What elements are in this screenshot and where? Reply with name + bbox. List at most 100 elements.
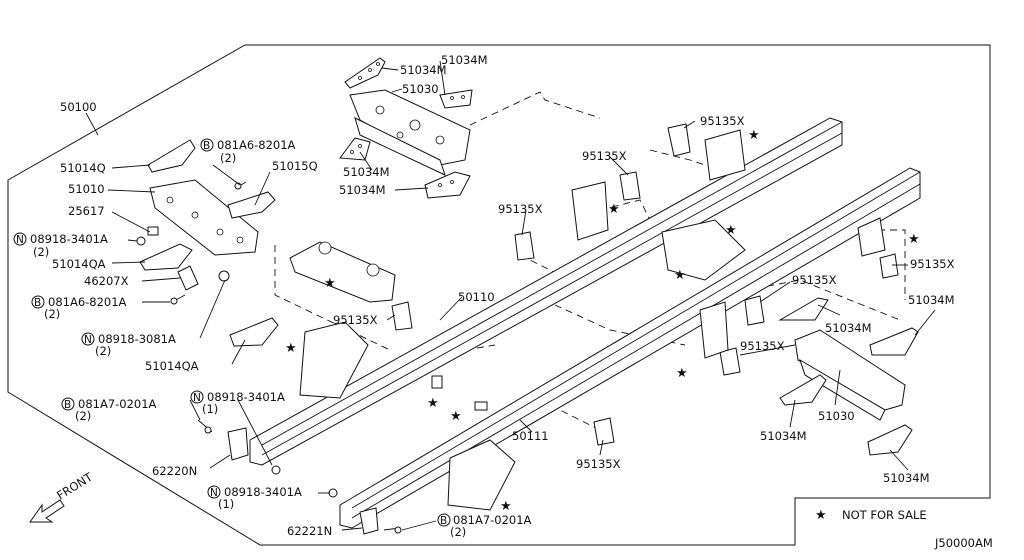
prefix-b-a: B (203, 140, 210, 152)
gusset-51034m-d (424, 171, 471, 199)
nut-08918-3401a-c (328, 488, 338, 498)
side-rail-50110 (249, 117, 843, 466)
gusset-51034m-a (344, 57, 386, 89)
outrigger-bottom (447, 439, 516, 511)
legend: ★ NOT FOR SALE (815, 508, 927, 523)
label-081a6-a-qty: (2) (220, 151, 236, 165)
plate-51014qa-a (139, 243, 193, 271)
label-95135x-f: 95135X (910, 257, 955, 271)
tow-hook-62220n (227, 427, 249, 461)
label-081a6-b: 081A6-8201A (48, 295, 127, 309)
svg-text:★: ★ (324, 276, 336, 291)
label-081a6-a: 081A6-8201A (217, 138, 296, 152)
plate-51014q (147, 139, 196, 173)
bracket-95135x-d (391, 301, 413, 331)
label-08918-3401a-c: 08918-3401A (224, 485, 302, 499)
small-bracket-b (474, 401, 488, 411)
svg-text:★: ★ (427, 396, 439, 411)
front-label: FRONT (54, 469, 96, 502)
label-08918-3401a-b-qty: (1) (202, 402, 218, 416)
label-51034m-b: 51034M (400, 63, 447, 77)
bolt-081a6-b (170, 294, 186, 305)
clip-25617 (147, 226, 159, 236)
crossmember-51010 (149, 179, 259, 256)
label-51010: 51010 (68, 182, 105, 196)
svg-text:★: ★ (285, 341, 297, 356)
bracket-46207x (177, 265, 199, 291)
label-95135x-c: 95135X (498, 202, 543, 216)
label-081a6-b-qty: (2) (44, 307, 60, 321)
label-081a7-a: 081A7-0201A (78, 397, 157, 411)
label-081a7-b-qty: (2) (450, 525, 466, 539)
label-51014qa-a: 51014QA (52, 257, 106, 271)
small-bracket-a (431, 375, 443, 389)
prefix-b-b: B (34, 297, 41, 309)
svg-text:★: ★ (676, 366, 688, 381)
bolt-081a7-b (383, 526, 402, 534)
star-markers: ★★★ ★★★ ★★★ ★★ (285, 128, 920, 514)
nut-08918-3401a-b (271, 465, 281, 475)
outrigger-upper-right (704, 129, 746, 181)
outrigger-right-rear (857, 217, 886, 257)
diagram-id: J50000AM (934, 536, 993, 550)
bracket-95135x-g (719, 347, 741, 376)
label-08918-3401a-a-qty: (2) (33, 245, 49, 259)
svg-text:★: ★ (450, 409, 462, 424)
label-51034m-d: 51034M (339, 183, 386, 197)
bracket-95135x-b (619, 171, 641, 201)
prefix-b-c: B (64, 399, 71, 411)
plate-51014qa-b (229, 317, 279, 347)
bracket-95135x-c (514, 231, 535, 261)
outrigger-mid (571, 181, 609, 241)
nut-08918-3401a-a (136, 236, 146, 246)
bracket-95135x-h (593, 417, 615, 446)
crossmember-51030-lower (794, 329, 906, 421)
label-95135x-b: 95135X (582, 149, 627, 163)
bracket-95135x-e (879, 253, 899, 279)
leader-lines (85, 60, 936, 531)
label-51014qa-b: 51014QA (145, 359, 199, 373)
label-95135x-h: 95135X (576, 457, 621, 471)
prefix-n-d: N (210, 487, 218, 499)
svg-text:★: ★ (608, 202, 620, 217)
label-51034m-e: 51034M (908, 293, 955, 307)
label-51034m-g: 51034M (760, 429, 807, 443)
plate-51015q (227, 191, 276, 219)
prefix-n-b: N (84, 334, 92, 346)
outrigger-left (299, 321, 369, 399)
label-62221n: 62221N (287, 524, 332, 538)
label-95135x-a: 95135X (700, 114, 745, 128)
outrigger-lower-right (699, 301, 729, 359)
prefix-b-d: B (440, 515, 447, 527)
crossmember-51030-upper (349, 89, 471, 176)
gusset-51034m-e (778, 297, 829, 321)
legend-text: NOT FOR SALE (842, 508, 927, 522)
svg-text:★: ★ (748, 128, 760, 143)
bracket-95135x-a (667, 123, 691, 157)
washer-08918-3081a (218, 270, 230, 282)
label-95135x-g: 95135X (740, 339, 785, 353)
front-arrow-icon (29, 499, 65, 523)
label-50110: 50110 (458, 290, 495, 304)
label-08918-3081a-qty: (2) (95, 344, 111, 358)
label-51015q: 51015Q (272, 159, 318, 173)
label-08918-3401a-b: 08918-3401A (207, 390, 285, 404)
label-46207x: 46207X (84, 274, 129, 288)
callout-labels: 50100 51034M 51034M 51030 51034M 51034M … (13, 53, 955, 539)
svg-text:★: ★ (908, 232, 920, 247)
bracket-95135x-f (744, 295, 765, 326)
label-081a7-b: 081A7-0201A (453, 513, 532, 527)
label-08918-3081a: 08918-3081A (98, 332, 176, 346)
label-51034m-c: 51034M (343, 165, 390, 179)
gusset-51034m-c (339, 137, 371, 161)
svg-text:★: ★ (725, 223, 737, 238)
label-62220n: 62220N (152, 464, 197, 478)
side-rail-50111 (339, 167, 921, 529)
outrigger-center (661, 219, 746, 281)
label-51030-b: 51030 (818, 409, 855, 423)
tow-hook-62221n (359, 507, 379, 535)
engine-mount-crossmember (289, 241, 396, 303)
prefix-n-a: N (16, 234, 24, 246)
label-50111: 50111 (512, 429, 549, 443)
gusset-51034m-b (439, 89, 473, 109)
